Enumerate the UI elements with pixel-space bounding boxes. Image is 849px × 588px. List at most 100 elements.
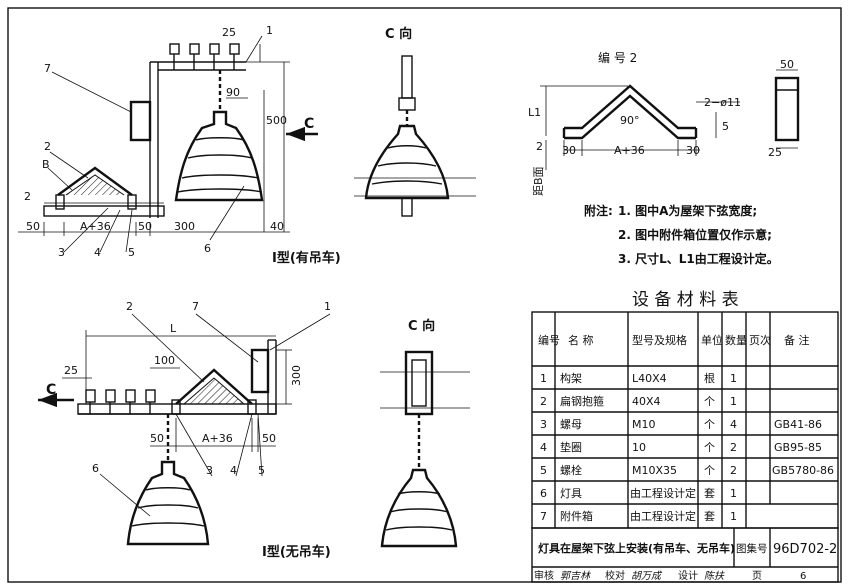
table-row: 4 垫圈 10 个 2 GB95-85 [540,440,822,454]
cell: 10 [632,441,646,454]
design-label: 设计 [678,569,698,582]
dim-500: 500 [266,114,287,127]
cell: GB41-86 [774,418,822,431]
dim-25: 25 [222,26,236,39]
table-title: 设 备 材 料 表 [632,290,739,310]
table-row: 2 扁钢抱箍 40X4 个 1 [540,394,737,408]
cell: 1 [730,372,737,385]
cell: GB5780-86 [772,464,834,477]
header-qty: 数量 [725,334,747,347]
callout-3-b: 3 [206,464,213,477]
dim-5: 5 [722,120,729,133]
cell: 根 [704,371,715,385]
c-view-label-top: C 向 [385,26,412,42]
type2-nocrane-elevation [38,313,331,546]
table-row: 7 附件箱 由工程设计定 套 1 [540,509,737,523]
header-spec: 型号及规格 [632,333,687,347]
dim-b-distance: 距B面 [532,166,545,196]
cell: 螺栓 [560,463,582,477]
sheet-border [7,7,842,583]
c-view-crane [354,55,476,217]
cell: 1 [730,395,737,408]
type2-label: I型(无吊车) [262,544,331,560]
cell: 套 [704,487,715,500]
cell: 灯具 [560,487,582,500]
cell: 1 [540,372,547,385]
header-name: 名 称 [568,333,594,347]
cell: 个 [704,395,715,408]
cell: 1 [730,510,737,523]
dim-2: 2 [24,190,31,203]
review-label: 审核 [534,569,554,582]
cell: 3 [540,418,547,431]
cell: 7 [540,510,547,523]
check-signature: 胡万成 [631,570,663,582]
dim-40: 40 [270,220,284,233]
header-no: 编号 [538,333,560,347]
dim-50a-b: 50 [150,432,164,445]
equipment-table-grid [531,311,839,583]
note-1: 1. 图中A为屋架下弦宽度; [618,203,757,218]
cell: 个 [704,464,715,477]
dim-90: 90 [226,86,240,99]
callout-6-b: 6 [92,462,99,475]
c-view-nocrane [380,350,470,548]
dim-30b: 30 [686,144,700,157]
c-arrow-top: C [304,116,314,132]
dim-l-b: L [170,322,177,335]
page-label: 页 [752,570,762,582]
dim-l1: L1 [528,106,541,119]
callout-4-b: 4 [230,464,237,477]
cell: 2 [730,464,737,477]
callout-2: 2 [44,140,51,153]
notes-prefix: 附注: [584,203,613,218]
callout-2-b: 2 [126,300,133,313]
cell: 6 [540,487,547,500]
callout-5-b: 5 [258,464,265,477]
cell: 1 [730,487,737,500]
design-signature: 陈扶 [704,570,725,582]
callout-b: B [42,158,50,171]
cell: 螺母 [560,418,582,431]
note-3: 3. 尺寸L、L1由工程设计定。 [618,251,779,266]
cell: 2 [730,441,737,454]
table-row: 1 构架 L40X4 根 1 [540,371,737,385]
cell: 2 [540,395,547,408]
page-number: 6 [800,571,806,582]
table-row: 5 螺栓 M10X35 个 2 GB5780-86 [540,463,834,477]
dim-100-b: 100 [154,354,175,367]
atlas-label: 图集号 [736,542,768,555]
cell: 4 [540,441,547,454]
callout-6: 6 [204,242,211,255]
dim-a36: A+36 [80,220,111,233]
drawing-title: 灯具在屋架下弦上安装(有吊车、无吊车) [538,541,735,555]
table-row: 6 灯具 由工程设计定 套 1 [540,486,737,500]
cell: 个 [704,441,715,454]
cell: M10 [632,418,656,431]
dim-50a: 50 [26,220,40,233]
dim-2phi11: 2−ø11 [704,96,741,109]
c-arrow-bottom: C [46,382,56,398]
cell: M10X35 [632,464,677,477]
dim-25-b: 25 [64,364,78,377]
dim-angle: 90° [620,114,640,127]
dim-25-p2: 25 [768,146,782,159]
cell: L40X4 [632,372,667,385]
callout-4: 4 [94,246,101,259]
part2-title: 编 号 2 [598,50,637,65]
cell: 4 [730,418,737,431]
type1-crane-elevation [18,35,318,253]
cell: 由工程设计定 [630,509,696,523]
dim-300: 300 [174,220,195,233]
cell: 个 [704,418,715,431]
type1-label: I型(有吊车) [272,250,341,266]
review-signature: 郭吉林 [560,570,591,582]
part2-detail [540,69,800,170]
dim-50b-b: 50 [262,432,276,445]
cell: 扁钢抱箍 [560,394,604,408]
dim-300-b: 300 [290,365,303,386]
cell: 构架 [560,371,582,385]
atlas-number: 96D702-2 [773,542,837,557]
signature-row: 审核 郭吉林 校对 胡万成 设计 陈扶 页 6 [534,569,806,582]
